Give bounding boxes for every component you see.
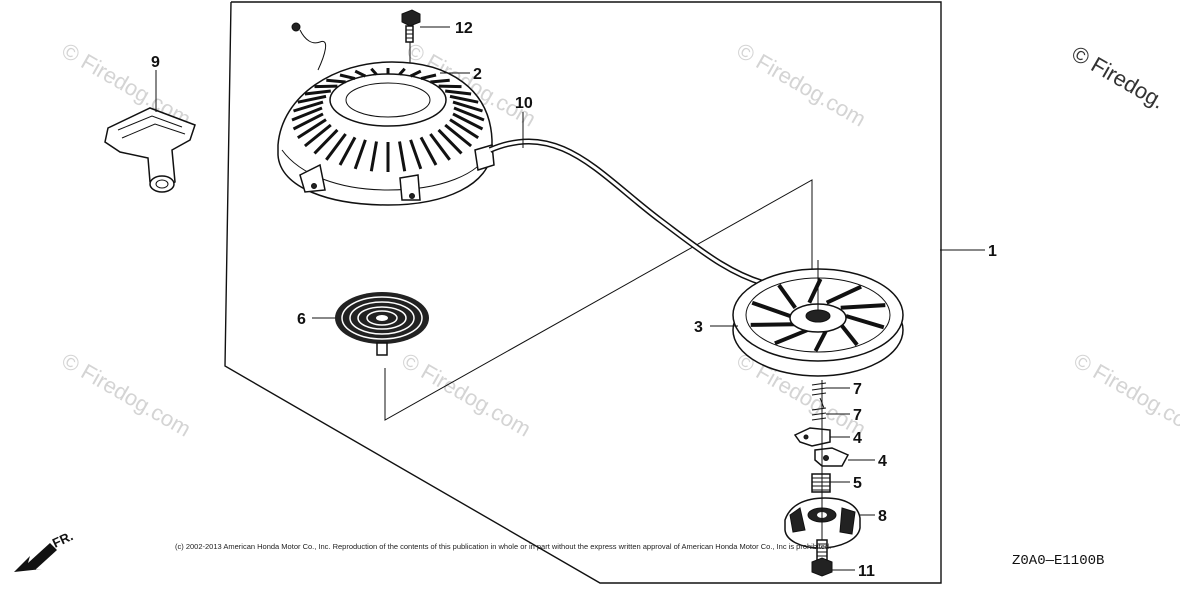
case-slot	[449, 94, 479, 104]
watermark-layer: © Firedog.com © Firedog.com © Firedog.co…	[58, 38, 1180, 442]
case-slot	[420, 73, 437, 81]
friction-spring-part-b	[811, 407, 827, 421]
reel-spoke	[750, 322, 796, 327]
assembly-outline	[224, 1, 942, 584]
case-slot	[297, 94, 327, 104]
case-slot	[398, 67, 406, 76]
case-slot	[452, 112, 484, 131]
callout-1: 1	[988, 243, 997, 260]
case-slot	[296, 118, 327, 140]
case-slot	[325, 133, 347, 161]
case-slot	[398, 141, 407, 172]
case-slot	[409, 69, 422, 78]
case-slot	[326, 78, 346, 84]
callout-7a: 7	[853, 381, 862, 398]
front-label: FR.	[50, 528, 75, 550]
case-slot	[444, 123, 473, 148]
front-direction-marker: FR.	[14, 528, 75, 572]
setting-bolt-part	[811, 380, 833, 577]
case-slot	[292, 112, 324, 131]
case-slot	[304, 89, 331, 96]
callout-5: 5	[853, 475, 862, 492]
callout-labels: 1 2 3 4 4 5 6 7 7 8 9 10 11 12	[151, 20, 997, 580]
case-slot	[369, 141, 378, 172]
case-slot	[291, 106, 323, 122]
watermark-7: © Firedog.com	[1070, 348, 1180, 442]
reel-spoke	[839, 322, 859, 347]
callout-10: 10	[515, 95, 533, 112]
case-slot	[419, 136, 438, 166]
callout-4b: 4	[878, 453, 887, 470]
callout-9: 9	[151, 54, 160, 71]
case-slot	[353, 139, 367, 170]
callout-6: 6	[297, 311, 306, 328]
leader-lines	[155, 26, 985, 571]
case-slot	[303, 123, 332, 148]
ratchet-part-b	[814, 447, 850, 467]
case-slot	[430, 78, 450, 84]
case-slot	[370, 67, 378, 76]
case-slot	[338, 136, 357, 166]
case-slot	[438, 84, 462, 89]
reel-spoke	[825, 284, 862, 305]
drawing-code: Z0A0—E1100B	[1012, 553, 1104, 569]
case-slot	[314, 84, 338, 89]
copyright-notice: (c) 2002-2013 American Honda Motor Co., …	[175, 542, 831, 551]
case-slot	[429, 133, 451, 161]
reel-spoke	[813, 328, 829, 352]
ratchet-part-a	[793, 427, 831, 447]
watermark-5: © Firedog.com	[398, 348, 536, 442]
reel-spoke	[840, 303, 886, 310]
starter-rope-part	[488, 138, 771, 288]
case-slot	[313, 128, 339, 155]
case-slot	[437, 128, 463, 155]
case-slot	[339, 73, 356, 81]
recoil-reel-part	[732, 260, 904, 377]
case-slot	[445, 89, 472, 96]
callout-8: 8	[878, 508, 887, 525]
reel-spoke	[777, 283, 797, 309]
watermark-3: © Firedog.com	[733, 38, 871, 132]
callout-12: 12	[455, 20, 473, 37]
case-slot	[354, 69, 367, 78]
callout-11: 11	[858, 563, 875, 580]
callout-7b: 7	[853, 407, 862, 424]
case-slot	[449, 118, 480, 140]
case-slot	[453, 106, 485, 122]
watermark-4: © Firedog.com	[58, 348, 196, 442]
callout-2: 2	[473, 66, 482, 83]
reel-spoke	[845, 314, 885, 330]
starter-grip-part	[104, 107, 196, 193]
callout-4a: 4	[853, 430, 862, 447]
recoil-case-part	[277, 22, 495, 206]
watermark-corner: © Firedog.	[1068, 41, 1170, 114]
recoil-spring-part	[335, 292, 429, 356]
reel-spoke	[774, 327, 811, 346]
front-arrow-icon	[14, 543, 57, 572]
case-slot	[452, 100, 483, 113]
return-spring-part	[811, 473, 831, 493]
reel-spoke	[807, 278, 823, 304]
callout-3: 3	[694, 319, 703, 336]
case-slot	[409, 139, 423, 170]
case-slot	[293, 100, 324, 113]
reel-spoke	[751, 300, 791, 318]
